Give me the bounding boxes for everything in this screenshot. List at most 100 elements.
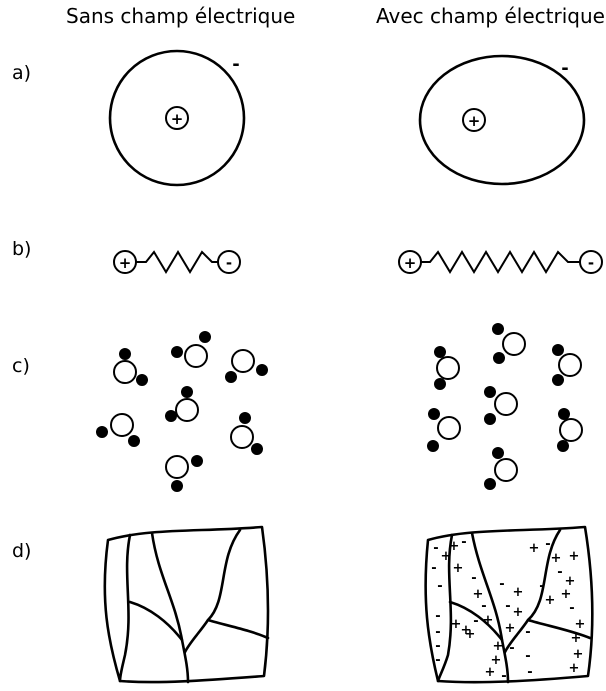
grain-outline bbox=[103, 525, 270, 684]
molecule bbox=[113, 348, 148, 386]
electron-minus-sign: - bbox=[561, 58, 568, 79]
grain-outline bbox=[424, 525, 594, 684]
plus-charge: + bbox=[513, 605, 524, 620]
grain-boundary bbox=[436, 533, 454, 683]
dipoles-aligned bbox=[427, 323, 583, 490]
plus-charge: + bbox=[569, 549, 580, 564]
grain-boundary bbox=[183, 528, 242, 654]
molecule bbox=[427, 408, 461, 452]
row-label-d: d) bbox=[12, 540, 32, 562]
minus-charge: - bbox=[545, 537, 550, 552]
minus-charge: - bbox=[471, 571, 476, 586]
space-charges: -+++----+-+-+-+-+++-++-+-+--++-++++++---… bbox=[431, 535, 585, 684]
minus-charge: - bbox=[557, 565, 562, 580]
molecule bbox=[484, 386, 518, 425]
plus-charge: + bbox=[505, 621, 516, 636]
minus-charge: - bbox=[431, 561, 436, 576]
plus-charge: + bbox=[569, 661, 580, 676]
ion-pair-no-field: + - bbox=[113, 250, 241, 274]
electron-cloud-deformed bbox=[418, 54, 586, 186]
spring-stretched bbox=[421, 250, 580, 274]
minus-charge: - bbox=[461, 535, 466, 550]
molecule bbox=[230, 412, 263, 455]
molecule bbox=[434, 346, 460, 390]
anion-minus-sign: - bbox=[226, 254, 232, 272]
grain-boundary bbox=[470, 531, 510, 684]
plus-charge: + bbox=[451, 617, 462, 632]
grain-boundary bbox=[128, 600, 184, 642]
grain-boundary bbox=[206, 618, 270, 640]
molecule bbox=[225, 349, 268, 383]
plus-charge: + bbox=[441, 549, 452, 564]
nucleus-plus-sign: + bbox=[468, 112, 481, 130]
minus-charge: - bbox=[509, 641, 514, 656]
ion-pair-with-field: + - bbox=[398, 250, 603, 274]
nucleus bbox=[165, 106, 189, 130]
plus-charge: + bbox=[565, 574, 576, 589]
minus-charge: - bbox=[505, 599, 510, 614]
grains-no-field bbox=[103, 525, 270, 684]
nucleus-shifted bbox=[462, 108, 486, 132]
plus-charge: + bbox=[461, 623, 472, 638]
minus-charge: - bbox=[527, 665, 532, 680]
plus-charge: + bbox=[465, 627, 476, 642]
minus-charge: - bbox=[433, 541, 438, 556]
minus-charge: - bbox=[435, 653, 440, 668]
plus-charge: + bbox=[575, 617, 586, 632]
molecule bbox=[171, 331, 211, 368]
plus-charge: + bbox=[491, 653, 502, 668]
grain-boundary bbox=[503, 528, 562, 654]
molecule bbox=[484, 447, 518, 490]
minus-charge: - bbox=[435, 625, 440, 640]
molecule bbox=[165, 386, 199, 422]
plus-charge: + bbox=[573, 647, 584, 662]
minus-charge: - bbox=[437, 579, 442, 594]
electron-cloud bbox=[108, 49, 246, 187]
anion bbox=[217, 250, 241, 274]
plus-charge: + bbox=[473, 587, 484, 602]
nucleus-plus-sign: + bbox=[171, 110, 184, 128]
plus-charge: + bbox=[485, 665, 496, 680]
anion-minus-sign: - bbox=[588, 254, 594, 272]
molecule bbox=[552, 344, 582, 386]
molecule bbox=[165, 455, 203, 492]
atom-no-field: + - bbox=[108, 49, 246, 187]
grain-boundary bbox=[150, 531, 190, 684]
spring bbox=[136, 250, 218, 274]
dipoles-random bbox=[96, 331, 268, 492]
minus-charge: - bbox=[481, 599, 486, 614]
minus-charge: - bbox=[473, 614, 478, 629]
grain-boundary bbox=[526, 618, 592, 640]
grain-boundary bbox=[448, 600, 504, 642]
cation-plus-sign: + bbox=[119, 254, 132, 272]
minus-charge: - bbox=[525, 649, 530, 664]
minus-charge: - bbox=[525, 625, 530, 640]
plus-charge: + bbox=[483, 613, 494, 628]
plus-charge: + bbox=[561, 587, 572, 602]
molecule bbox=[557, 408, 583, 452]
molecule bbox=[492, 323, 526, 364]
minus-charge: - bbox=[539, 579, 544, 594]
anion bbox=[579, 250, 603, 274]
row-label-a: a) bbox=[12, 62, 32, 84]
molecule bbox=[96, 413, 140, 447]
row-label-b: b) bbox=[12, 238, 32, 260]
plus-charge: + bbox=[449, 539, 460, 554]
minus-charge: - bbox=[435, 609, 440, 624]
plus-charge: + bbox=[529, 541, 540, 556]
plus-charge: + bbox=[513, 585, 524, 600]
plus-charge: + bbox=[453, 561, 464, 576]
plus-charge: + bbox=[545, 593, 556, 608]
plus-charge: + bbox=[571, 631, 582, 646]
minus-charge: - bbox=[569, 601, 574, 616]
minus-charge: - bbox=[501, 669, 506, 684]
minus-charge: - bbox=[499, 577, 504, 592]
minus-charge: - bbox=[435, 639, 440, 654]
atom-with-field: + - bbox=[418, 54, 586, 186]
grains-with-field: -+++----+-+-+-+-+++-++-+-+--++-++++++---… bbox=[424, 525, 594, 684]
row-label-c: c) bbox=[12, 355, 30, 377]
plus-charge: + bbox=[493, 639, 504, 654]
grain-boundary bbox=[118, 533, 132, 683]
column-title-with-field: Avec champ électrique bbox=[376, 4, 605, 28]
